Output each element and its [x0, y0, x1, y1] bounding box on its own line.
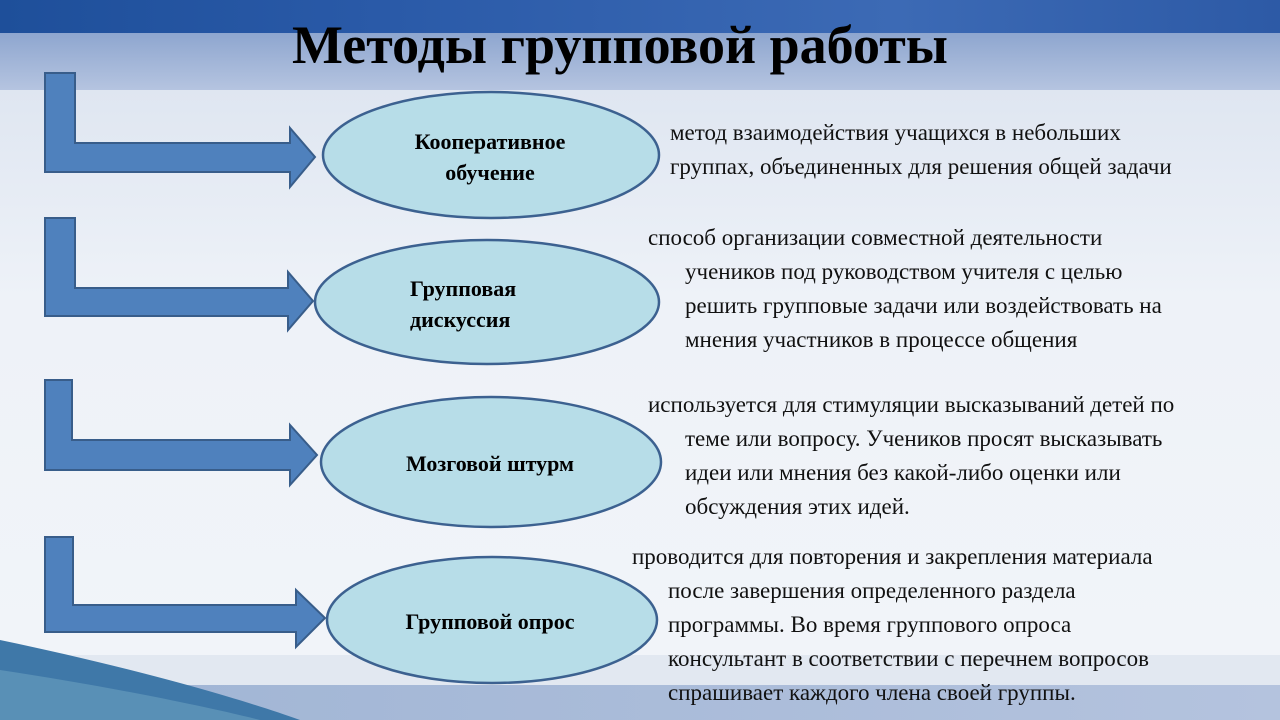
description-line: программы. Во время группового опроса — [668, 612, 1072, 637]
method-description: метод взаимодействия учащихся в небольши… — [670, 116, 1172, 184]
method-label-brainstorm: Мозговой штурм — [405, 451, 575, 476]
bent-arrow-icon — [44, 217, 315, 333]
description-line: после завершения определенного раздела — [668, 578, 1076, 603]
description-line: мнения участников в процессе общения — [685, 327, 1078, 352]
header-band — [0, 0, 1280, 33]
method-label-cooperative: Кооперативное обучение — [414, 129, 566, 185]
method-oval — [325, 555, 659, 685]
description-line: обсуждения этих идей. — [685, 494, 910, 519]
method-description: способ организации совместной деятельнос… — [648, 221, 1162, 357]
description-line: спрашивает каждого члена своей группы. — [668, 680, 1076, 705]
bent-arrow-icon — [44, 379, 319, 488]
method-description: проводится для повторения и закрепления … — [632, 540, 1153, 710]
description-line: решить групповые задачи или воздействова… — [685, 293, 1162, 318]
footer-swoosh — [0, 640, 300, 720]
slide-title: Методы групповой работы — [292, 15, 948, 75]
bent-arrow-icon — [44, 536, 327, 650]
description-line: используется для стимуляции высказываний… — [648, 392, 1175, 417]
description-line: метод взаимодействия учащихся в небольши… — [670, 120, 1121, 145]
method-label-survey: Групповой опрос — [405, 609, 575, 634]
description-line: проводится для повторения и закрепления … — [632, 544, 1153, 569]
description-line: консультант в соответствии с перечнем во… — [668, 646, 1149, 671]
header-band-light — [0, 33, 1280, 90]
description-line: учеников под руководством учителя с цель… — [685, 259, 1123, 284]
bent-arrow-icon — [44, 72, 317, 190]
footer-band — [0, 655, 1280, 685]
method-oval — [313, 238, 661, 366]
description-line: способ организации совместной деятельнос… — [648, 225, 1103, 250]
description-line: идеи или мнения без какой-либо оценки ил… — [685, 460, 1121, 485]
description-line: теме или вопросу. Учеников просят высказ… — [685, 426, 1163, 451]
method-description: используется для стимуляции высказываний… — [648, 388, 1174, 524]
method-label-discussion: Групповая дискуссия — [410, 276, 517, 332]
method-oval — [319, 395, 663, 529]
description-line: группах, объединенных для решения общей … — [670, 154, 1172, 179]
method-oval — [321, 90, 661, 220]
